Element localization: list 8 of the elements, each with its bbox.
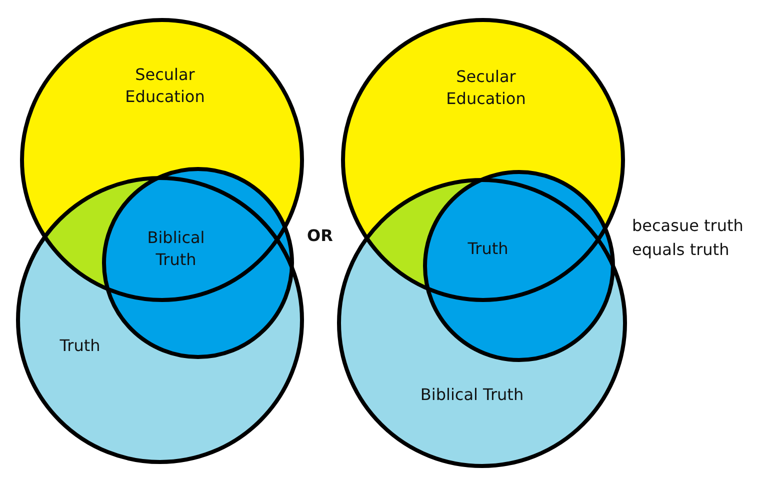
circle-label: Truth: [466, 238, 510, 260]
circle-label: Secular Education: [445, 66, 527, 110]
circle-label: Truth: [58, 335, 102, 357]
circle-label: Biblical Truth: [146, 227, 206, 271]
connector-word: OR: [307, 225, 334, 247]
circle-label: Secular Education: [124, 64, 206, 108]
side-note: becasue truth equals truth: [632, 215, 744, 261]
circle-label: Biblical Truth: [419, 384, 525, 406]
